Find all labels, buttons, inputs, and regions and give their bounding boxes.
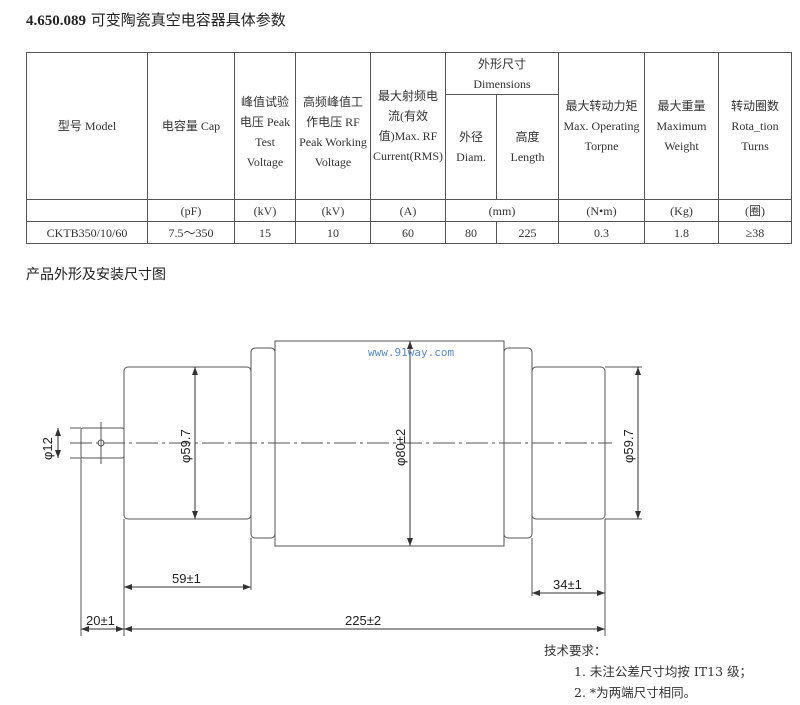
cell: 60 bbox=[370, 221, 446, 244]
header-cap: 电容量 Cap bbox=[147, 52, 235, 200]
header-weight: 最大重量 Maximum Weight bbox=[644, 52, 719, 200]
cell: 80 bbox=[445, 221, 497, 244]
header-length: 高度 Length bbox=[496, 94, 559, 200]
dim-total-length: 225±2 bbox=[345, 613, 381, 628]
cell: 0.3 bbox=[558, 221, 645, 244]
unit-cell: (Kg) bbox=[644, 199, 719, 222]
header-torque: 最大转动力矩 Max. Operating Torpne bbox=[558, 52, 645, 200]
unit-cell: (mm) bbox=[445, 199, 559, 222]
dim-end-dia-right: φ59.7 bbox=[621, 429, 636, 463]
note-item: 2. *为两端尺寸相同。 bbox=[574, 685, 697, 700]
dim-left-length: 59±1 bbox=[172, 571, 201, 586]
header-rf-peak: 高频峰值工作电压 RF Peak Working Voltage bbox=[295, 52, 371, 200]
header-peak-test: 峰值试验电压 Peak Test Voltage bbox=[234, 52, 296, 200]
unit-cell: (圈) bbox=[718, 199, 792, 222]
section-title: 产品外形及安装尺寸图 bbox=[26, 267, 166, 283]
header-dimensions: 外形尺寸 Dimensions bbox=[445, 52, 559, 95]
cell-model: CKTB350/10/60 bbox=[26, 221, 148, 244]
spec-table: 型号 Model 电容量 Cap 峰值试验电压 Peak Test Voltag… bbox=[26, 52, 792, 244]
header-model: 型号 Model bbox=[26, 52, 148, 200]
document-title: 4.650.089 可变陶瓷真空电容器具体参数 bbox=[26, 11, 286, 29]
dim-end-dia-left: φ59.7 bbox=[178, 429, 193, 463]
dim-shaft-dia: φ12 bbox=[40, 437, 55, 460]
note-item: 1. 未注公差尺寸均按 IT13 级； bbox=[574, 664, 753, 679]
dim-right-length: 34±1 bbox=[553, 577, 582, 592]
table-row: CKTB350/10/60 7.5～350 15 10 60 80 225 0.… bbox=[26, 221, 792, 244]
cell: ≥38 bbox=[718, 221, 792, 244]
cell: 7.5～350 bbox=[147, 221, 235, 244]
watermark: www.91way.com bbox=[368, 346, 454, 359]
notes-heading: 技术要求： bbox=[544, 643, 607, 658]
header-turns: 转动圈数 Rota_tion Turns bbox=[718, 52, 792, 200]
header-diam: 外径 Diam. bbox=[445, 94, 497, 200]
dim-body-dia: φ80±2 bbox=[393, 429, 408, 466]
unit-cell: (kV) bbox=[234, 199, 296, 222]
dim-shaft-length: 20±1 bbox=[86, 613, 115, 628]
